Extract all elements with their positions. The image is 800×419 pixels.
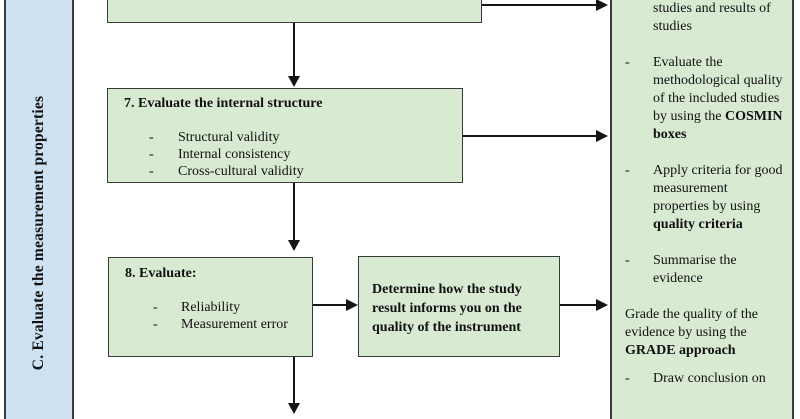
arrow-topbox-to-step7-head — [288, 76, 300, 87]
arrow-step7-to-step8-line — [293, 183, 295, 241]
bullet-dash: - — [149, 130, 154, 145]
panel-paragraph: Grade the quality of the evidence by usi… — [625, 306, 787, 360]
panel-item-text: Summarise the evidence — [653, 252, 787, 288]
panel-paragraph-plain: Grade the quality of the evidence by usi… — [625, 307, 758, 340]
panel-item: - Apply criteria for good measurement pr… — [625, 162, 787, 234]
panel-item-bold: COSMIN boxes — [653, 109, 783, 142]
list-item-label: Structural validity — [178, 130, 280, 145]
panel-item-plain: Apply criteria for good measurement prop… — [653, 163, 783, 214]
list-item: - Reliability — [125, 299, 304, 316]
panel-item-cropped: studies and results of studies — [625, 0, 787, 36]
panel-item-text: Draw conclusion on — [653, 370, 787, 388]
bullet-dash: - — [149, 164, 154, 179]
panel-item-text: Evaluate the methodological quality of t… — [653, 54, 787, 144]
list-item-label: Cross-cultural validity — [178, 164, 304, 179]
panel-item-text: studies and results of studies — [653, 1, 771, 34]
bullet-dash: - — [625, 55, 630, 70]
step7-box: 7. Evaluate the internal structure - Str… — [107, 88, 463, 183]
panel-item-cropped-bottom: - Draw conclusion on — [625, 370, 787, 388]
arrow-step7-to-panel-head — [596, 130, 608, 142]
step8-box: 8. Evaluate: - Reliability - Measurement… — [108, 257, 313, 357]
panel-item: - Summarise the evidence — [625, 252, 787, 288]
bullet-dash: - — [625, 371, 630, 386]
panel-item-plain: Summarise the evidence — [653, 253, 737, 286]
list-item-label: Internal consistency — [178, 147, 291, 162]
arrow-step8-down-line — [293, 357, 295, 404]
arrow-determine-to-panel-head — [596, 299, 608, 311]
step7-title: 7. Evaluate the internal structure — [124, 96, 323, 111]
list-item-label: Measurement error — [181, 317, 288, 332]
instructions-panel: studies and results of studies - Evaluat… — [610, 0, 794, 419]
step7-list: - Structural validity - Internal consist… — [124, 129, 452, 180]
arrow-topbox-to-panel-head — [596, 0, 608, 11]
bullet-dash: - — [153, 300, 158, 315]
bullet-dash: - — [149, 147, 154, 162]
bullet-dash-empty — [625, 0, 653, 36]
panel-item-plain: Draw conclusion on — [653, 371, 766, 386]
panel-item: - Evaluate the methodological quality of… — [625, 54, 787, 144]
list-item: - Structural validity — [124, 129, 452, 146]
phase-sidebar-label: C. Evaluate the measurement properties — [30, 95, 47, 371]
panel-item-text: Apply criteria for good measurement prop… — [653, 162, 787, 234]
arrow-topbox-to-step7-line — [293, 23, 295, 77]
determine-box-text: Determine how the study result informs y… — [372, 282, 522, 335]
arrow-step7-to-panel-line — [463, 135, 596, 137]
list-item: - Internal consistency — [124, 146, 452, 163]
determine-box: Determine how the study result informs y… — [358, 256, 560, 357]
bullet-dash: - — [625, 163, 630, 178]
arrow-determine-to-panel-line — [560, 304, 596, 306]
arrow-step8-to-determine-line — [313, 304, 347, 306]
panel-item-plain: Evaluate the methodological quality of t… — [653, 55, 783, 124]
list-item: - Measurement error — [125, 316, 304, 333]
bullet-dash: - — [153, 317, 158, 332]
panel-item-bold: quality criteria — [653, 217, 743, 232]
arrow-step8-to-determine-head — [346, 299, 358, 311]
panel-paragraph-bold: GRADE approach — [625, 343, 736, 358]
arrow-topbox-to-panel-line — [482, 4, 596, 6]
list-item: - Cross-cultural validity — [124, 163, 452, 180]
list-item-label: Reliability — [181, 300, 241, 315]
step8-title: 8. Evaluate: — [125, 266, 197, 281]
previous-step-box-cropped — [107, 0, 482, 23]
phase-sidebar-band: C. Evaluate the measurement properties — [4, 0, 74, 419]
arrow-step8-down-head — [288, 403, 300, 414]
step8-list: - Reliability - Measurement error — [125, 299, 304, 333]
arrow-step7-to-step8-head — [288, 240, 300, 251]
bullet-dash: - — [625, 253, 630, 268]
